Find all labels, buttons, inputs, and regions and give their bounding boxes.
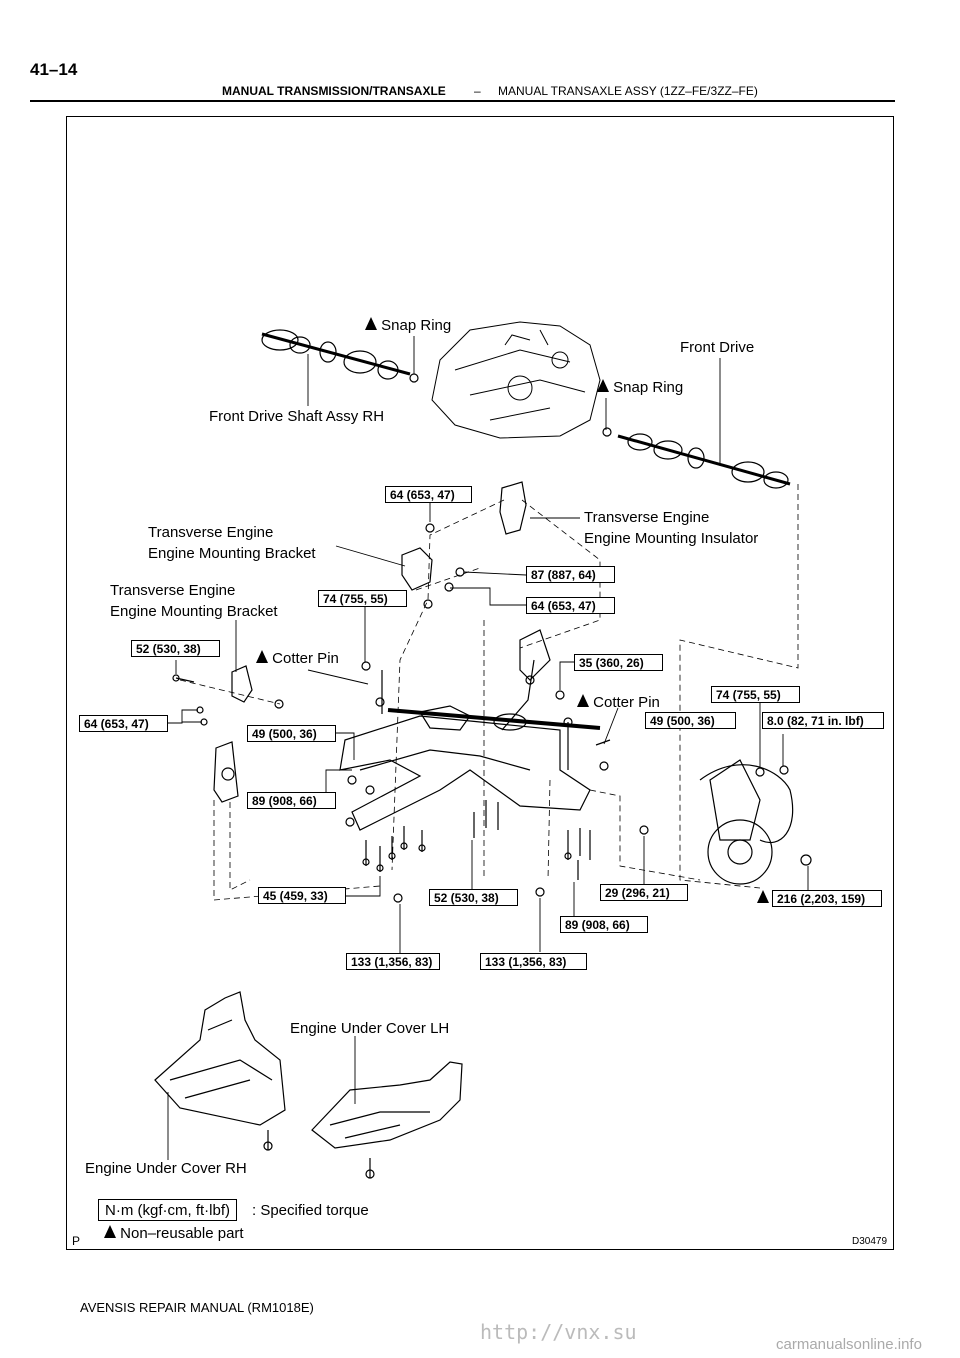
page-number: 41–14 (30, 60, 78, 79)
torque-box: 133 (1,356, 83) (346, 953, 440, 970)
legend-specified-torque: : Specified torque (252, 1202, 369, 1219)
torque-box: 45 (459, 33) (258, 887, 346, 904)
engine-under-cover-lh-label: Engine Under Cover LH (290, 1020, 450, 1037)
torque-box: 49 (500, 36) (247, 725, 336, 742)
figure-frame (66, 116, 894, 1250)
watermark-url: http://vnx.su (480, 1320, 637, 1344)
torque-box: 64 (653, 47) (79, 715, 168, 732)
torque-box: 133 (1,356, 83) (480, 953, 587, 970)
non-reusable-icon (256, 650, 268, 663)
transverse-bracket-2-line2: Engine Mounting Bracket (110, 603, 278, 620)
cotter-pin-label-1: Cotter Pin (256, 648, 339, 669)
header-separator: – (474, 84, 481, 98)
footer-manual-title: AVENSIS REPAIR MANUAL (RM1018E) (80, 1300, 314, 1315)
torque-box: 74 (755, 55) (711, 686, 800, 703)
transaxle-drawing (431, 321, 601, 439)
front-drive-shaft-rh-label: Front Drive Shaft Assy RH (209, 408, 385, 425)
torque-box: 52 (530, 38) (429, 889, 518, 906)
torque-box: 89 (908, 66) (247, 792, 336, 809)
transverse-bracket-1-line1: Transverse Engine (148, 524, 274, 541)
mounting-drawing (172, 481, 527, 803)
under-cover-rh-drawing (154, 991, 286, 1151)
figure-code: D30479 (852, 1236, 888, 1247)
drive-shaft-lh-drawing (602, 427, 791, 489)
non-reusable-marker (757, 888, 769, 906)
torque-box: 64 (653, 47) (526, 597, 615, 614)
engine-under-cover-rh-label: Engine Under Cover RH (85, 1160, 247, 1177)
non-reusable-icon (365, 317, 377, 330)
page-marker: P (72, 1234, 81, 1248)
torque-box: 74 (755, 55) (318, 590, 407, 607)
crossmember-drawing (339, 715, 591, 831)
snap-ring-label-2: Snap Ring (597, 377, 683, 398)
torque-box: 49 (500, 36) (645, 712, 736, 729)
torque-box: 35 (360, 26) (574, 654, 663, 671)
torque-box: 29 (296, 21) (600, 884, 688, 901)
non-reusable-icon (757, 890, 769, 903)
header-rule (30, 100, 895, 102)
steering-drawing (361, 629, 611, 771)
front-drive-label: Front Drive (680, 339, 755, 356)
non-reusable-icon (104, 1225, 116, 1238)
header-section: MANUAL TRANSMISSION/TRANSAXLE (222, 84, 446, 98)
drive-shaft-rh-drawing (261, 329, 419, 383)
transverse-insulator-line1: Transverse Engine (584, 509, 710, 526)
transverse-bracket-1-line2: Engine Mounting Bracket (148, 545, 316, 562)
non-reusable-icon (577, 694, 589, 707)
non-reusable-icon (597, 379, 609, 392)
cotter-pin-label-2: Cotter Pin (577, 692, 660, 713)
knuckle-drawing (639, 759, 812, 885)
bolts-drawing (362, 800, 591, 903)
torque-box: 52 (530, 38) (131, 640, 220, 657)
torque-box: 216 (2,203, 159) (772, 890, 882, 907)
header-subsection: MANUAL TRANSAXLE ASSY (1ZZ–FE/3ZZ–FE) (498, 84, 758, 98)
transverse-bracket-2-line1: Transverse Engine (110, 582, 236, 599)
torque-box: 64 (653, 47) (385, 486, 472, 503)
legend-non-reusable: Non–reusable part (104, 1223, 244, 1244)
under-cover-lh-drawing (311, 1061, 463, 1179)
transverse-insulator-line2: Engine Mounting Insulator (584, 530, 759, 547)
torque-box: 8.0 (82, 71 in. lbf) (762, 712, 884, 729)
snap-ring-label-1: Snap Ring (365, 315, 451, 336)
torque-box: 87 (887, 64) (526, 566, 615, 583)
legend-unit-box: N·m (kgf·cm, ft·lbf) (98, 1199, 237, 1221)
torque-box: 89 (908, 66) (560, 916, 648, 933)
watermark-site: carmanualsonline.info (776, 1336, 922, 1353)
leader-lines (167, 336, 809, 1160)
